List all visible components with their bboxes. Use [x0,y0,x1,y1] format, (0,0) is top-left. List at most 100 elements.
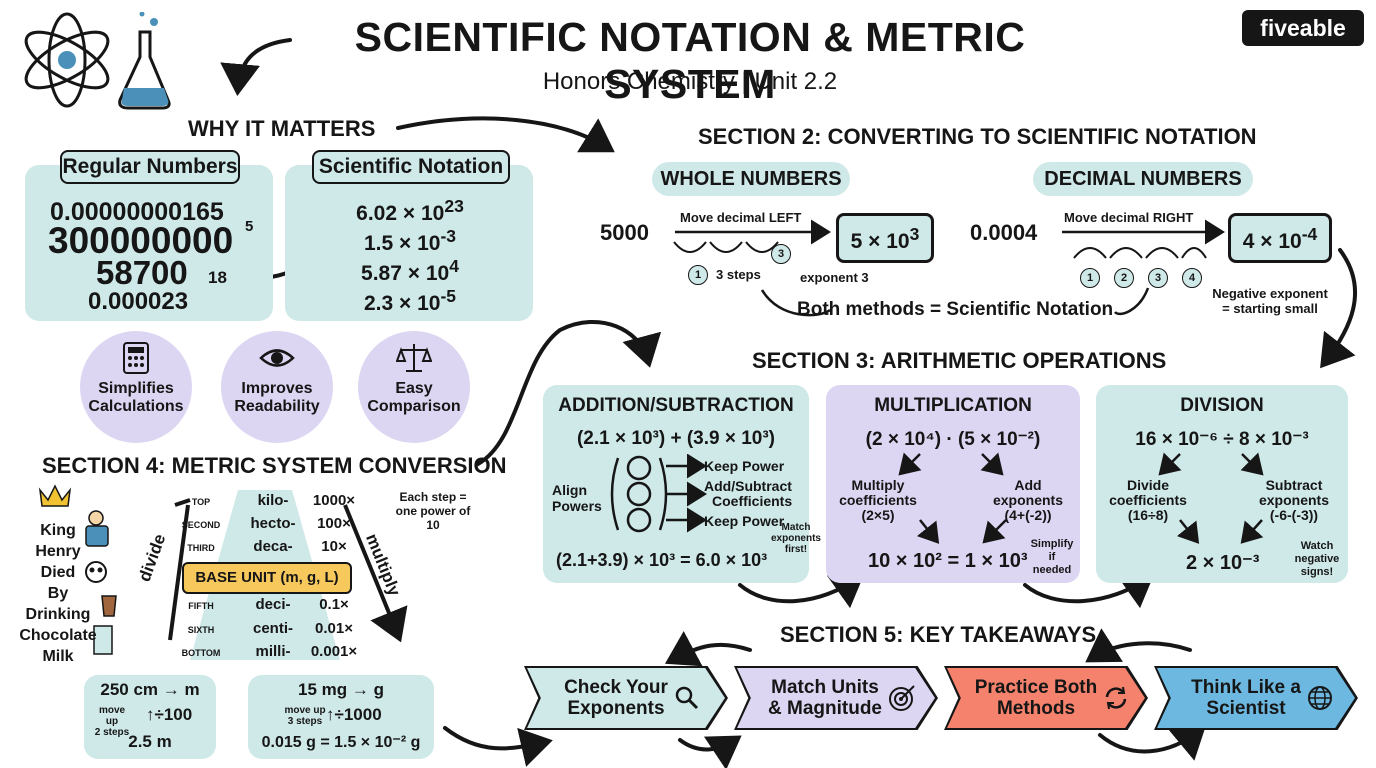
decimal-number-value: 0.0004 [970,220,1038,245]
eye-icon [259,349,295,367]
steps-note: 3 steps [716,267,761,282]
decimal-result: 4 × 10-4 [1228,213,1332,263]
regular-number: 300000000 [48,220,234,261]
step-number: 1 [1080,268,1100,288]
section5-heading: SECTION 5: KEY TAKEAWAYS [780,622,1097,647]
atom-flask-icon [24,12,171,110]
crown-icon [38,484,72,507]
section4-heading: SECTION 4: METRIC SYSTEM CONVERSION [42,453,507,478]
division-title: DIVISION [1180,395,1264,416]
addition-expr: (2.1 × 10³) + (3.9 × 10³) [576,428,775,449]
regular-number: 58700 [96,254,188,291]
cycle-icon [1105,686,1127,710]
mnemonic-list: King Henry Died By Drinking Chocolate Mi… [19,522,97,665]
decimal-step-arcs [1073,247,1207,259]
whole-numbers-label: WHOLE NUMBERS [652,162,850,196]
addition-box [543,385,809,583]
benefit-readability: Improves Readability [221,331,333,443]
move-right-label: Move decimal RIGHT [1064,210,1194,225]
exponent-note: exponent 3 [800,270,869,285]
example-mg-to-g [248,675,434,759]
step-number: 1 [688,265,708,285]
target-icon [889,685,915,711]
scientific-notation-label: Scientific Notation [312,150,510,184]
page-title: SCIENTIFIC NOTATION & METRIC SYSTEM [354,14,1026,107]
keep-power: Keep Power [704,458,785,474]
fiveable-logo: fiveable [1242,10,1364,46]
scientific-value: 1.5 × 10-3 [363,226,457,255]
regular-number: 0.00000000165 [50,198,224,226]
henry-icon [88,510,104,526]
page-subtitle: Honors Chemistry | Unit 2.2 [542,68,838,95]
add-subtract: Add/Subtract [704,478,792,494]
skull-icon [85,561,107,583]
multiplication-result: 10 × 10² = 1 × 10³ [868,550,1028,572]
example-cm-to-m [84,675,216,759]
decimal-numbers-label: DECIMAL NUMBERS [1033,162,1253,196]
example-operation: ↑÷1000 [326,705,382,724]
align-ovals [610,454,707,533]
magnifier-icon [675,686,698,710]
step-number: 2 [1114,268,1134,288]
why-heading: WHY IT MATTERS [188,116,376,141]
multiplication-arrows [898,452,1007,544]
both-methods-note: Both methods = Scientific Notation [797,299,1114,320]
step-number: 3 [771,244,791,264]
multiplication-expr: (2 × 10⁴) · (5 × 10⁻²) [865,429,1041,450]
example-title: 15 mg → g [298,680,384,699]
whole-result: 5 × 103 [836,213,934,263]
globe-icon [1307,686,1332,710]
division-expr: 16 × 10⁻⁶ ÷ 8 × 10⁻³ [1135,429,1309,450]
scientific-notation-box [285,165,533,321]
regular-numbers-box [25,165,273,321]
section2-heading: SECTION 2: CONVERTING TO SCIENTIFIC NOTA… [698,124,1257,149]
division-result: 2 × 10⁻³ [1186,552,1260,574]
example-result: 0.015 g = 1.5 × 10⁻² g [261,734,421,751]
addition-title: ADDITION/SUBTRACTION [558,395,794,416]
regular-number: 0.000023 [88,288,189,315]
scientific-value: 5.87 × 104 [361,256,459,285]
addition-result: (2.1+3.9) × 10³ = 6.0 × 10³ [556,550,768,570]
base-unit: BASE UNIT (m, g, L) [182,562,352,594]
calculator-icon [123,342,149,374]
benefit-comparison: Easy Comparison [358,331,470,443]
regular-sup: 18 [208,268,227,287]
negative-exponent-note: Negative exponent [1212,286,1328,301]
scientific-value: 2.3 × 10-5 [363,286,457,315]
example-result: 2.5 m [128,732,172,751]
example-title: 250 cm → m [100,680,200,699]
coefficients: Coefficients [712,493,793,509]
milk-icon [93,625,113,655]
example-operation: ↑÷100 [146,705,193,724]
takeaway-match-units: Match Units& Magnitude [737,668,935,728]
step-number: 3 [1148,268,1168,288]
starting-small-note: = starting small [1222,301,1318,316]
benefit-simplifies: Simplifies Calculations [80,331,192,443]
keep-power: Keep Power [704,513,785,529]
move-left-label: Move decimal LEFT [680,210,802,225]
scientific-value: 6.02 × 1023 [356,196,464,225]
regular-numbers-label: Regular Numbers [60,150,240,184]
regular-sup: 5 [245,218,254,235]
multiplication-title: MULTIPLICATION [874,395,1032,416]
division-arrows [1158,452,1264,544]
drink-icon [101,595,117,617]
